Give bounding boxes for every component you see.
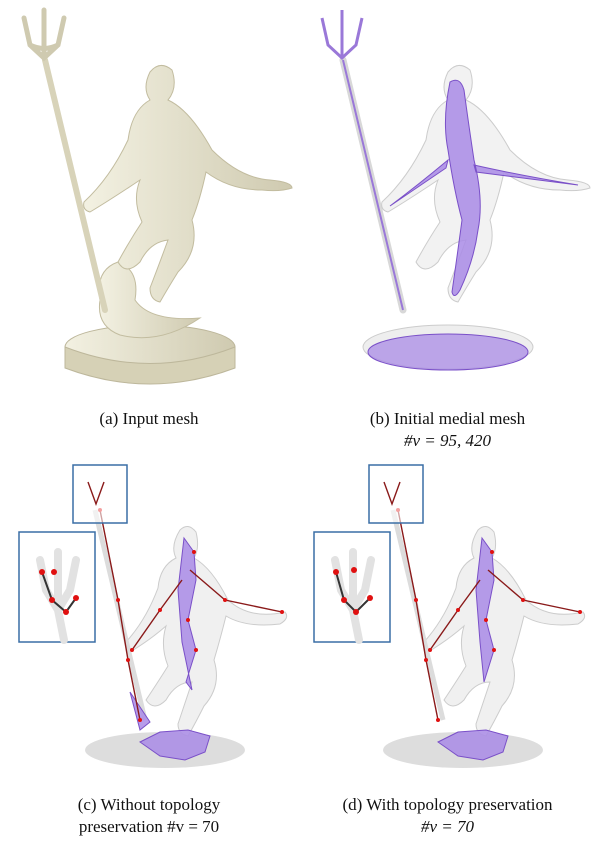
statue-dolphin [99,262,200,338]
caption-c-line2: preservation #v = 70 [0,816,298,838]
caption-c-line1: (c) Without topology [0,794,298,816]
caption-d: (d) With topology preservation #v = 70 [298,794,597,838]
ghost-statue-d [424,526,585,736]
ghost-statue-c [126,526,287,736]
panel-a-input-mesh [0,0,298,400]
caption-b: (b) Initial medial mesh #v = 95, 420 [298,408,597,452]
caption-a: (a) Input mesh [0,408,298,430]
panel-c-without-topology [0,460,298,780]
medial-base [368,334,528,370]
skeleton-edges-c [100,510,140,720]
medial-trident-shaft [343,60,403,310]
caption-d-line2: #v = 70 [298,816,597,838]
caption-b-line2: #v = 95, 420 [298,430,597,452]
medial-trident-head [322,10,362,58]
skeleton-edges-d [398,510,438,720]
skeleton-d-figure [298,460,597,780]
skeleton-c-figure [0,460,298,780]
caption-b-line1: (b) Initial medial mesh [298,408,597,430]
panel-d-with-topology [298,460,597,780]
caption-d-line1: (d) With topology preservation [298,794,597,816]
trident-head [24,10,64,58]
caption-c: (c) Without topology preservation #v = 7… [0,794,298,838]
caption-a-line1: (a) Input mesh [0,408,298,430]
input-mesh-figure [0,0,298,400]
medial-mesh-figure [298,0,597,400]
trident-shaft [45,60,105,310]
ghost-body [382,65,590,302]
panel-b-medial-mesh [298,0,597,400]
